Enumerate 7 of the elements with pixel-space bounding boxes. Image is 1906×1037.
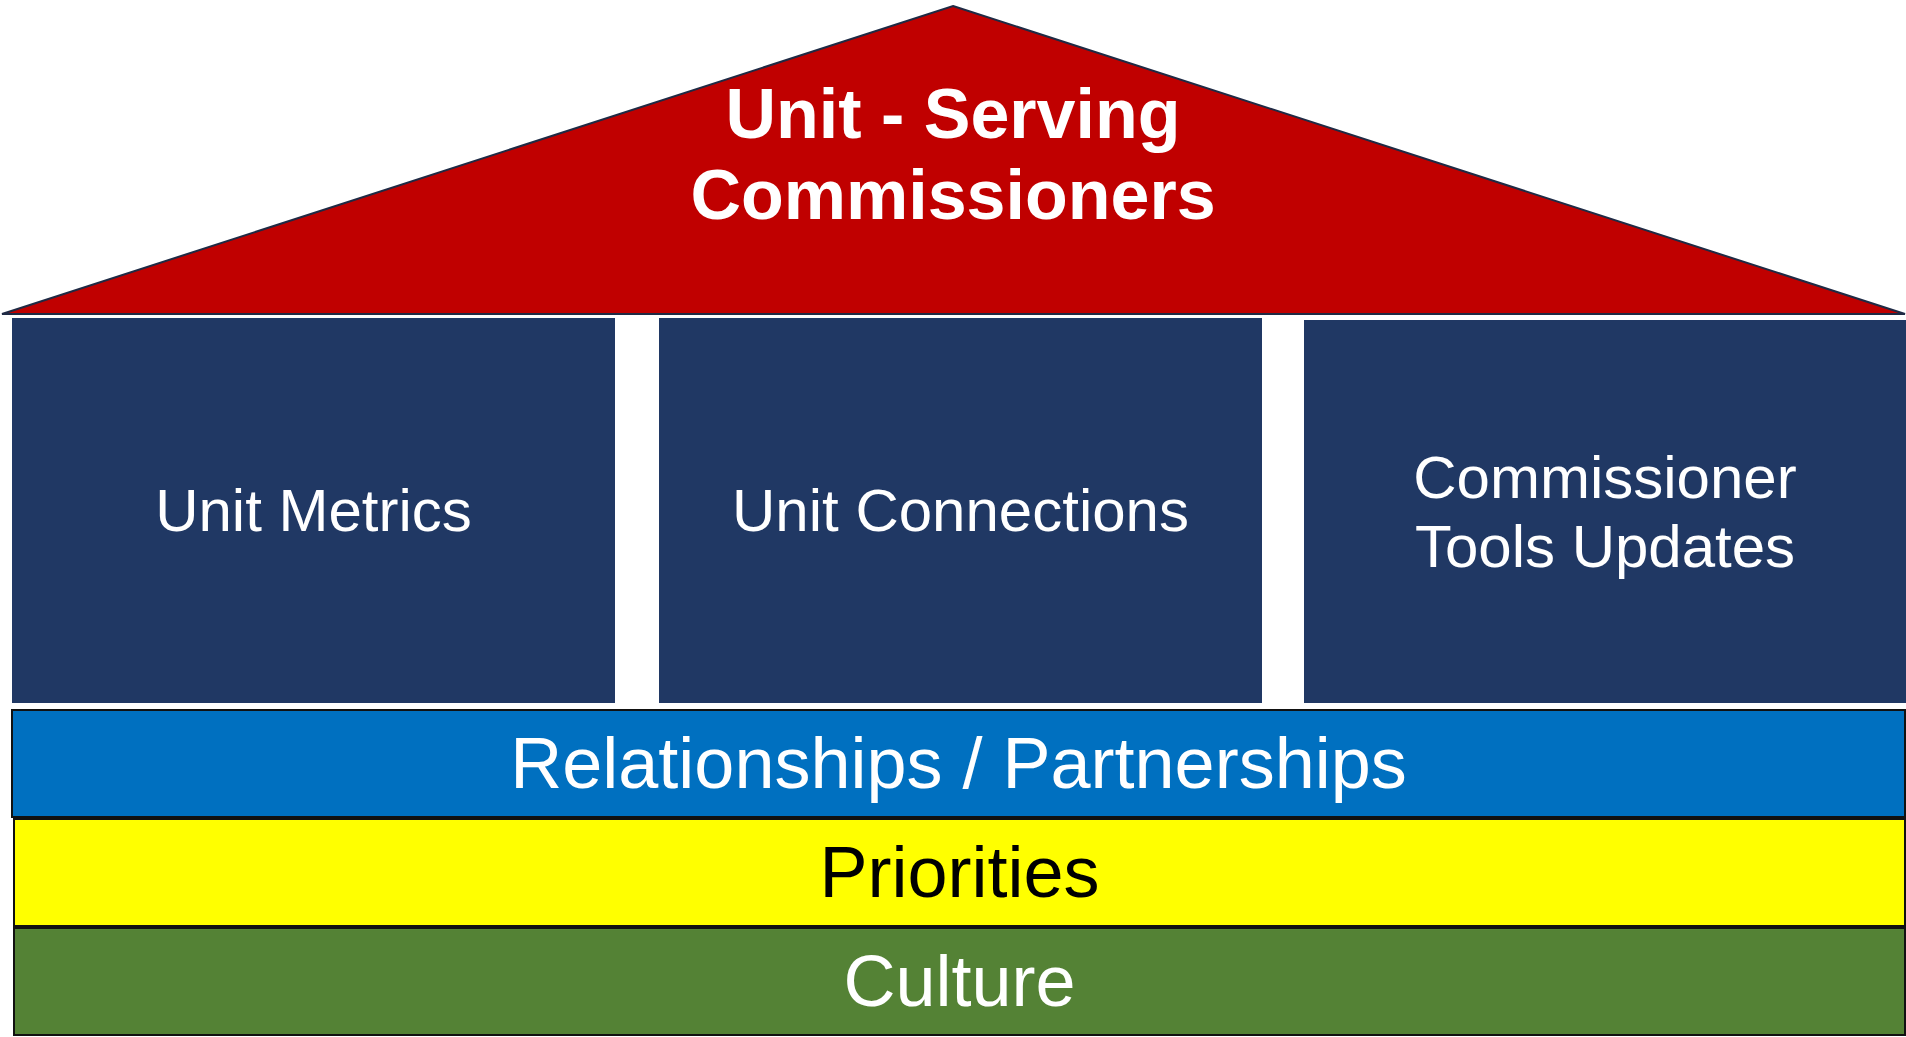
band-label: Priorities	[819, 831, 1100, 914]
pillar-label: Unit Connections	[732, 476, 1189, 545]
pillar-label: Commissioner Tools Updates	[1412, 442, 1798, 581]
roof-title: Unit - Serving Commissioners	[689, 74, 1217, 235]
band-label: Relationships / Partnerships	[510, 722, 1407, 805]
pillar-label: Unit Metrics	[155, 476, 472, 545]
band-label: Culture	[843, 940, 1076, 1023]
